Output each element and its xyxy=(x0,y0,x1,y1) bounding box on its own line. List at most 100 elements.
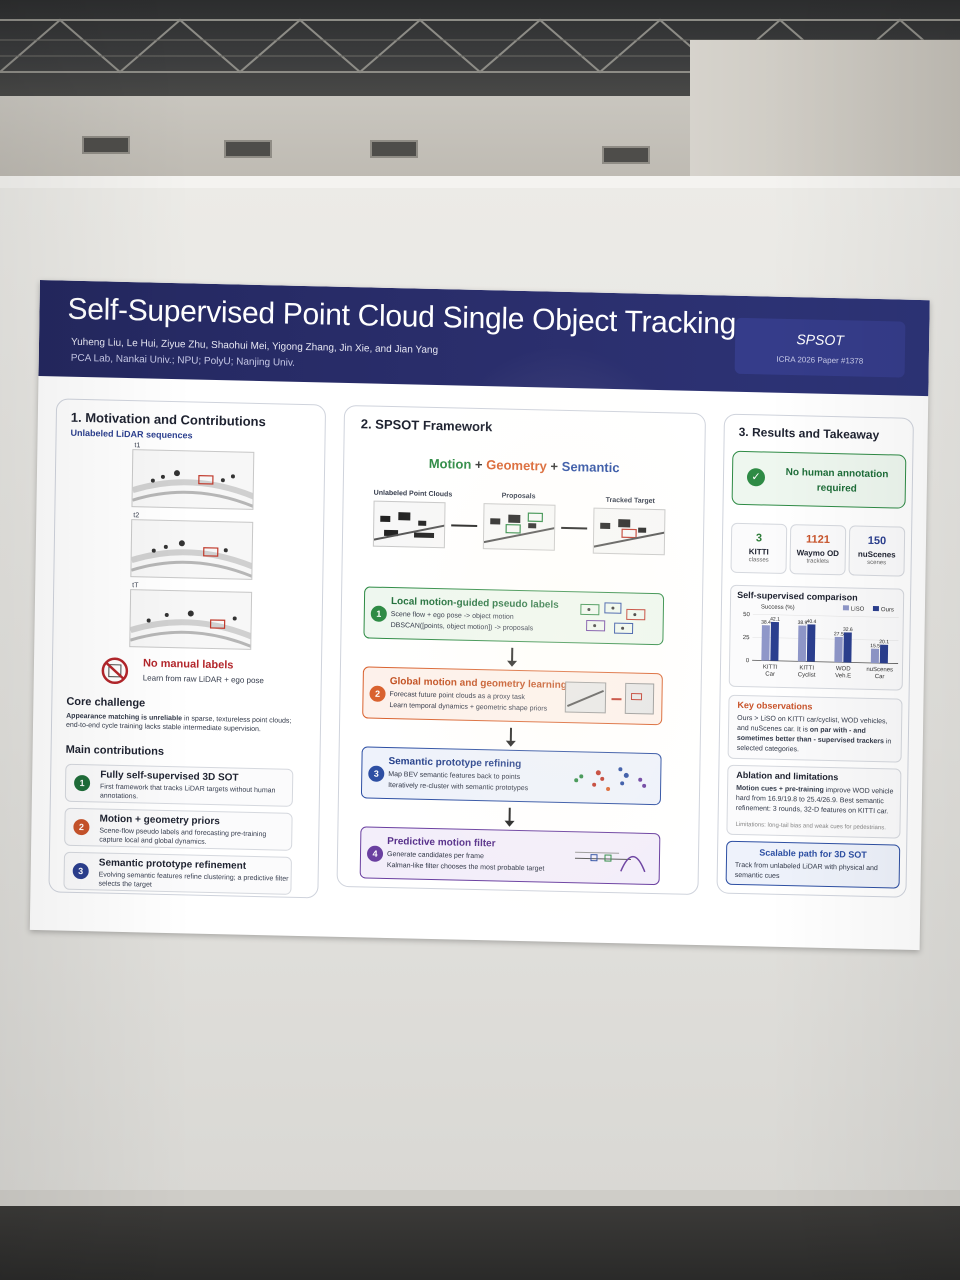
stat-label: KITTI xyxy=(748,547,769,557)
bar-value-label: 27.5 xyxy=(834,631,844,637)
badge-subtitle: ICRA 2026 Paper #1378 xyxy=(776,354,864,366)
contribution-text: Scene-flow pseudo labels and forecasting… xyxy=(99,827,267,846)
poster-banner: Self-Supervised Point Cloud Single Objec… xyxy=(38,280,930,397)
step-number: 1 xyxy=(370,605,387,622)
x-tick-label: Car xyxy=(765,672,775,678)
stat-label: Waymo OD xyxy=(796,548,840,559)
framework-tagline: Motion + Geometry + Semantic xyxy=(344,454,704,477)
contribution-number: 1 xyxy=(73,774,91,792)
contribution-item: 1 Fully self-supervised 3D SOT First fra… xyxy=(64,763,294,807)
contribution-title: Motion + geometry priors xyxy=(99,813,220,828)
stat-value: 3 xyxy=(755,532,763,545)
bar-ours xyxy=(843,632,852,663)
x-tick-label: Veh.E xyxy=(835,673,851,679)
results-heading: 3. Results and Takeaway xyxy=(738,424,880,443)
proposals-illustration xyxy=(576,598,657,640)
contribution-number: 3 xyxy=(72,862,89,880)
step-title: Predictive motion filter xyxy=(387,836,496,850)
poster-title: Self-Supervised Point Cloud Single Objec… xyxy=(67,292,737,341)
step-line: DBSCAN([points, object motion]) -> propo… xyxy=(390,622,534,633)
framework-step-3: 3 Semantic prototype refining Map BEV se… xyxy=(360,746,662,806)
contribution-number: 2 xyxy=(73,818,90,836)
stat-value: 1121 xyxy=(805,533,831,546)
chart-heading: Self-supervised comparison xyxy=(737,589,858,603)
stat-sublabel: classes xyxy=(748,557,769,564)
core-challenge-heading: Core challenge xyxy=(66,695,146,710)
concrete-pillar xyxy=(690,40,960,200)
tagline-plus: + xyxy=(474,456,483,473)
badge-name: SPSOT xyxy=(796,331,845,349)
dataset-stat: 150 nuScenes scenes xyxy=(848,525,906,577)
bar-liso xyxy=(797,625,807,662)
key-observations-text: Ours > LiSO on KITTI car/cyclist, WOD ve… xyxy=(737,714,898,758)
board-top-edge xyxy=(0,176,960,188)
framework-heading: 2. SPSOT Framework xyxy=(360,416,493,435)
motivation-heading: 1. Motivation and Contributions xyxy=(70,409,266,430)
lidar-scan-frame-2 xyxy=(130,519,254,580)
tagline-motion: Motion xyxy=(428,455,472,472)
key-observations-heading: Key observations xyxy=(737,699,813,712)
y-tick-label: 25 xyxy=(743,635,750,641)
no-labels-text: Learn from raw LiDAR + ego pose xyxy=(142,673,264,686)
results-column: 3. Results and Takeaway ✓ No human annot… xyxy=(716,413,914,898)
tagline-geometry: Geometry xyxy=(486,457,547,474)
core-challenge-bold: Appearance matching is unreliable xyxy=(66,712,183,723)
comparison-chart-box: Self-supervised comparison Success (%) Li… xyxy=(728,584,905,691)
prototype-clusters-illustration xyxy=(568,760,653,798)
no-annotation-banner: ✓ No human annotation required xyxy=(731,450,907,509)
x-tick-label: Cyclist xyxy=(798,672,816,678)
x-tick-label: Car xyxy=(875,674,885,680)
motion-filter-illustration xyxy=(571,840,656,878)
limitations-text: Limitations: long-tail bias and weak cue… xyxy=(735,821,886,832)
x-tick-label: KITTI xyxy=(799,665,814,671)
no-labels-title: No manual labels xyxy=(142,657,234,672)
bar-value-label: 32.6 xyxy=(843,627,853,633)
step-line: Kalman-like filter chooses the most prob… xyxy=(386,862,545,873)
legend-swatch xyxy=(842,605,849,611)
ablation-box: Ablation and limitations Motion cues + p… xyxy=(726,764,902,839)
wall-vent xyxy=(602,146,650,164)
forecast-illustration xyxy=(563,678,656,720)
framework-step-4: 4 Predictive motion filter Generate cand… xyxy=(359,826,661,886)
gridline xyxy=(752,614,899,618)
pipeline-label-tracked: Tracked Target xyxy=(605,496,655,506)
step-title: Global motion and geometry learning xyxy=(389,676,568,692)
bar-ours xyxy=(770,621,779,661)
core-challenge-text: Appearance matching is unreliable in spa… xyxy=(66,712,306,735)
poster-affiliations: PCA Lab, Nankai Univ.; NPU; PolyU; Nanji… xyxy=(70,352,295,369)
lidar-scan-frame-3 xyxy=(129,589,253,650)
legend-swatch xyxy=(872,605,879,612)
x-tick-label: KITTI xyxy=(763,664,778,670)
stat-sublabel: tracklets xyxy=(806,558,829,565)
bar-value-label: 42.1 xyxy=(770,616,780,622)
pipeline-arrow-2 xyxy=(561,526,588,530)
wall-vent xyxy=(224,140,272,158)
bar-value-label: 38.4 xyxy=(761,620,771,626)
bar-liso xyxy=(761,625,770,661)
conference-badge: SPSOT ICRA 2026 Paper #1378 xyxy=(734,317,906,378)
bar-value-label: 38.9 xyxy=(798,620,808,626)
stat-value: 150 xyxy=(867,534,887,548)
check-icon: ✓ xyxy=(746,468,766,487)
contribution-item: 2 Motion + geometry priors Scene-flow ps… xyxy=(64,807,293,851)
y-tick-label: 0 xyxy=(746,658,750,664)
pipeline-scan-input xyxy=(372,500,446,549)
scalable-heading: Scalable path for 3D SOT xyxy=(759,847,867,860)
legend-label: LiSO xyxy=(851,606,865,612)
bar-liso xyxy=(870,648,880,664)
framework-step-2: 2 Global motion and geometry learning Fo… xyxy=(362,666,663,726)
bar-value-label: 15.5 xyxy=(870,643,880,649)
main-contributions-heading: Main contributions xyxy=(65,743,165,758)
step-line: Forecast future point clouds as a proxy … xyxy=(389,691,525,702)
tagline-semantic: Semantic xyxy=(561,458,620,476)
contribution-text: Evolving semantic features refine cluste… xyxy=(98,871,289,889)
key-observations-box: Key observations Ours > LiSO on KITTI ca… xyxy=(727,694,903,763)
scalable-text: Track from unlabeled LiDAR with physical… xyxy=(734,861,878,880)
step-line: Map BEV semantic features back to points xyxy=(388,771,521,782)
step-line: Learn temporal dynamics + geometric shap… xyxy=(389,702,548,713)
contribution-text: First framework that tracks LiDAR target… xyxy=(99,783,276,801)
legend-label: Ours xyxy=(881,607,894,613)
chart-ylabel: Success (%) xyxy=(761,604,795,611)
ablation-bold: Motion cues + pre-training xyxy=(736,784,824,794)
